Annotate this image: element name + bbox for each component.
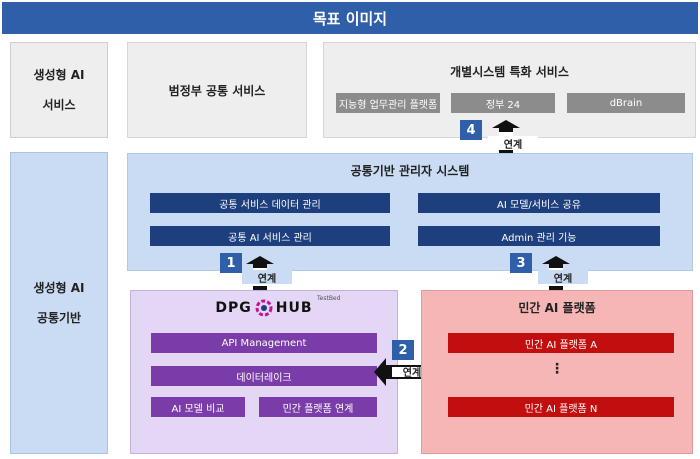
bar-private-platform-a: 민간 AI 플랫폼 A xyxy=(448,333,674,353)
chip-gov24: 정부 24 xyxy=(451,93,555,113)
hub-globe-icon xyxy=(255,299,273,317)
logo-left-text: DPG xyxy=(215,300,252,316)
label-genai-infra: 생성형 AI 공통기반 xyxy=(10,152,108,454)
common-admin-title: 공통기반 관리자 시스템 xyxy=(350,164,470,178)
individual-title: 개별시스템 특화 서비스 xyxy=(450,65,569,79)
logo-right-text: HUB xyxy=(275,300,313,316)
link-label-4: 연계 xyxy=(488,136,538,151)
page-title: 목표 이미지 xyxy=(2,2,698,34)
label-line: 생성형 AI xyxy=(33,281,85,295)
bar-common-data-mgmt: 공통 서비스 데이터 관리 xyxy=(150,193,390,213)
bar-data-lake: 데이터레이크 xyxy=(151,366,377,386)
label-line: 생성형 AI xyxy=(33,68,85,82)
private-ai-platform-box: 민간 AI 플랫폼 민간 AI 플랫폼 A ⋮ 민간 AI 플랫폼 N xyxy=(421,290,693,454)
chip-dbrain: dBrain xyxy=(567,93,685,113)
bar-private-platform-link: 민간 플랫폼 연계 xyxy=(259,397,377,417)
logo-tag: TestBed xyxy=(317,295,341,302)
ellipsis-vertical: ⋮ xyxy=(550,361,564,377)
link-number-4: 4 xyxy=(460,120,482,140)
label-line: 서비스 xyxy=(42,98,76,112)
gov-common-service-box: 범정부 공통 서비스 xyxy=(127,42,307,138)
dpg-hub-logo: DPG HUB xyxy=(131,299,397,317)
link-label-1: 연계 xyxy=(242,270,292,285)
gov-common-title: 범정부 공통 서비스 xyxy=(168,83,266,98)
link-label-2: 연계 xyxy=(402,367,422,379)
bar-admin-functions: Admin 관리 기능 xyxy=(418,226,660,246)
bar-common-ai-service-mgmt: 공통 AI 서비스 관리 xyxy=(150,226,390,246)
label-line: 공통기반 xyxy=(36,311,82,325)
link-number-1: 1 xyxy=(220,253,242,273)
label-genai-service: 생성형 AI 서비스 xyxy=(10,42,108,138)
link-number-2: 2 xyxy=(392,340,414,360)
bar-api-management: API Management xyxy=(151,333,377,353)
link-number-3: 3 xyxy=(510,253,532,273)
dpg-hub-box: DPG HUB TestBed API Management 데이터레이크 AI… xyxy=(130,290,398,454)
chip-intelligent-platform: 지능형 업무관리 플랫폼 xyxy=(336,93,440,113)
private-platform-title: 민간 AI 플랫폼 xyxy=(518,301,596,315)
bar-private-platform-n: 민간 AI 플랫폼 N xyxy=(448,397,674,417)
common-admin-system-box: 공통기반 관리자 시스템 공통 서비스 데이터 관리 AI 모델/서비스 공유 … xyxy=(127,153,693,271)
bar-ai-model-compare: AI 모델 비교 xyxy=(151,397,245,417)
link-label-3: 연계 xyxy=(538,270,588,285)
bar-ai-model-share: AI 모델/서비스 공유 xyxy=(418,193,660,213)
